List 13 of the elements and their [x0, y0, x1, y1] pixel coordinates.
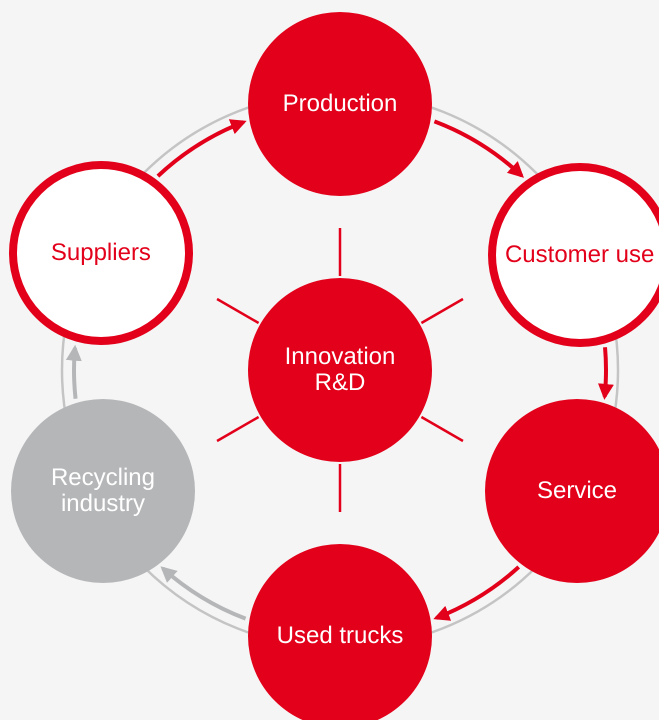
node-label: Suppliers [50, 240, 152, 266]
arrow [434, 120, 524, 178]
arrow [433, 565, 520, 620]
node-label: Production [282, 91, 398, 117]
node-label: Used trucks [276, 623, 404, 649]
node-label: Service [536, 478, 618, 504]
node-label: Recycling industry [50, 464, 156, 517]
arrow [156, 120, 247, 178]
arrow [66, 344, 82, 399]
arrow [598, 347, 614, 400]
node-label: Customer use [504, 242, 655, 268]
arrow [160, 566, 246, 621]
node-label: Innovation R&D [284, 344, 396, 396]
